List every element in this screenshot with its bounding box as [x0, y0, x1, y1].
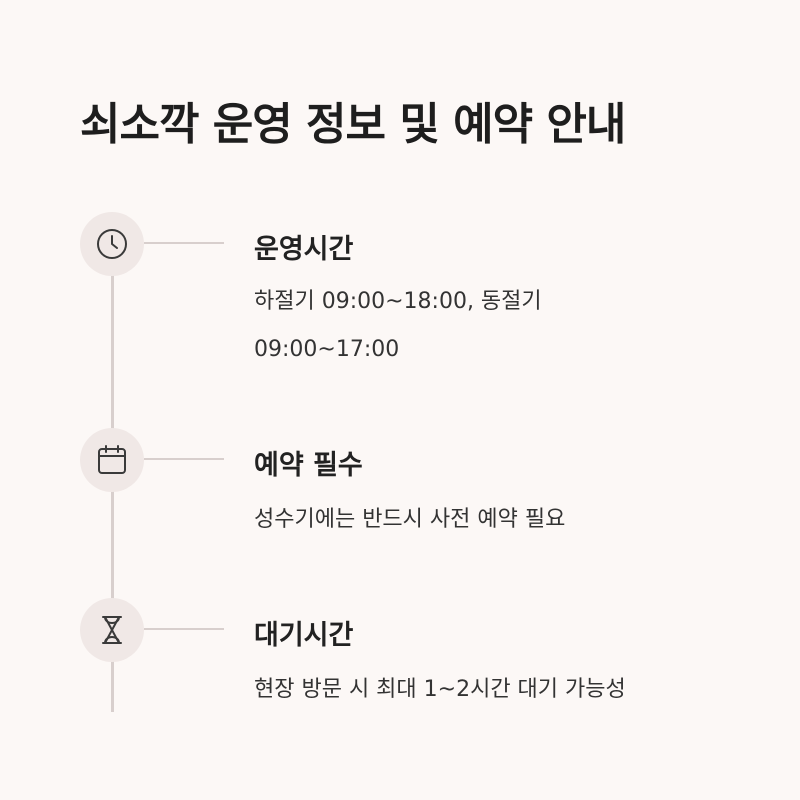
- connector-line: [144, 628, 224, 630]
- clock-icon-badge: [80, 212, 144, 276]
- item-desc-wait: 현장 방문 시 최대 1~2시간 대기 가능성: [254, 677, 626, 702]
- item-desc-line: 하절기 09:00~18:00, 동절기: [254, 289, 542, 314]
- item-heading-wait: 대기시간: [254, 620, 354, 651]
- item-desc-reservation: 성수기에는 반드시 사전 예약 필요: [254, 507, 566, 532]
- connector-line: [144, 458, 224, 460]
- hourglass-icon: [102, 616, 122, 644]
- calendar-icon-badge: [80, 428, 144, 492]
- item-heading-reservation: 예약 필수: [254, 450, 363, 481]
- clock-icon: [97, 229, 127, 259]
- page-title: 쇠소깍 운영 정보 및 예약 안내: [80, 99, 626, 150]
- connector-line: [144, 242, 224, 244]
- item-desc-hours: 하절기 09:00~18:00, 동절기 09:00~17:00: [254, 278, 674, 374]
- item-heading-hours: 운영시간: [254, 234, 354, 265]
- hourglass-icon-badge: [80, 598, 144, 662]
- calendar-icon: [98, 445, 126, 474]
- item-desc-line: 09:00~17:00: [254, 337, 400, 362]
